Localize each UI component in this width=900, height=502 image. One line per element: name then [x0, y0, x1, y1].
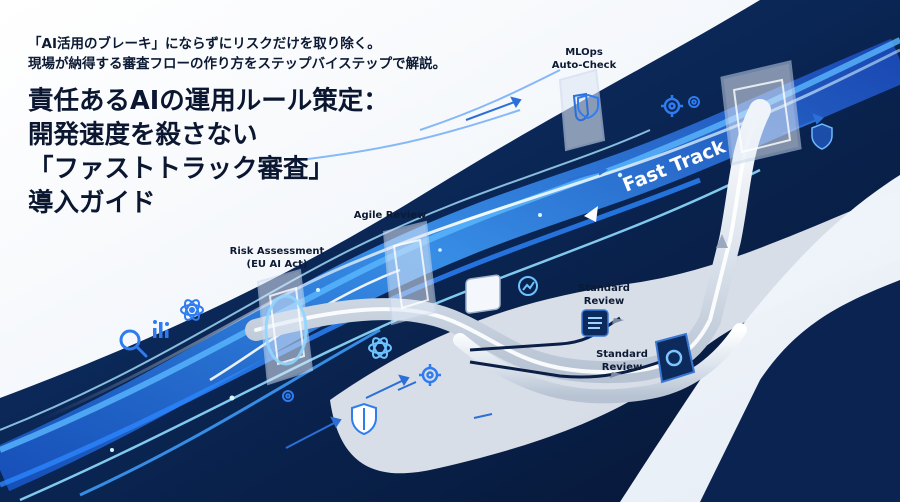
gear-icon: [282, 390, 294, 402]
mlops-label-2: Auto-Check: [552, 60, 617, 71]
risk-assessment-label-1: Risk Assessment: [230, 246, 325, 257]
analytics-icon: [518, 276, 538, 296]
atom-icon: [368, 337, 392, 359]
gear-icon: [419, 364, 441, 386]
standard-review-upper-box: [581, 309, 609, 337]
glow-dots: [110, 172, 623, 452]
shield-icon: [351, 402, 377, 436]
page-title: 責任あるAIの運用ルール策定： 開発速度を殺さない 「ファストトラック審査」 導…: [28, 84, 498, 220]
mlops-gate: [558, 68, 606, 152]
up-arrow-icon: [716, 234, 728, 248]
standard-review-lower-label-2: Review: [602, 362, 642, 373]
standard-review-lower-box: [654, 332, 696, 384]
navy-wedge: [700, 280, 900, 502]
subtitle: 「AI活用のブレーキ」にならずにリスクだけを取り除く。 現場が納得する審査フロー…: [28, 34, 498, 74]
standard-review-upper-label-1: Standard: [578, 283, 630, 294]
gear-icon: [661, 95, 683, 117]
atom-icon: [180, 299, 204, 321]
standard-route: [245, 99, 771, 404]
lock-shield-icon: [577, 93, 599, 120]
mlops-label-1: MLOps: [565, 47, 603, 58]
platform: [330, 190, 900, 474]
route-switch: [465, 274, 501, 419]
title-line-4: 導入ガイド: [28, 188, 156, 218]
title-line-2: 開発速度を殺さない: [28, 120, 258, 150]
shield-icon: [811, 123, 833, 150]
fast-track-arrow-icon: [584, 206, 598, 222]
standard-review-upper-label-2: Review: [584, 296, 624, 307]
title-line-3: 「ファストトラック審査」: [28, 154, 335, 184]
gear-icon: [688, 96, 700, 108]
search-icon: [119, 329, 148, 358]
subtitle-line-1: 「AI活用のブレーキ」にならずにリスクだけを取り除く。: [28, 36, 381, 52]
agile-review-gate: [382, 220, 438, 326]
standard-review-lower-label-1: Standard: [596, 349, 648, 360]
risk-assessment-label-2: (EU AI Act): [247, 259, 308, 270]
fast-track-tunnel: [720, 60, 802, 166]
pipe-arrows: [610, 318, 624, 378]
title-line-1: 責任あるAIの運用ルール策定：: [28, 86, 389, 116]
risk-assessment-gate: [256, 268, 314, 386]
agile-review-label: Agile Review: [354, 210, 426, 221]
bar-chart-icon: [153, 320, 169, 338]
subtitle-line-2: 現場が納得する審査フローの作り方をステップバイステップで解説。: [28, 56, 447, 72]
title-block: 「AI活用のブレーキ」にならずにリスクだけを取り除く。 現場が納得する審査フロー…: [28, 34, 498, 220]
arrow-icon: [397, 381, 417, 391]
